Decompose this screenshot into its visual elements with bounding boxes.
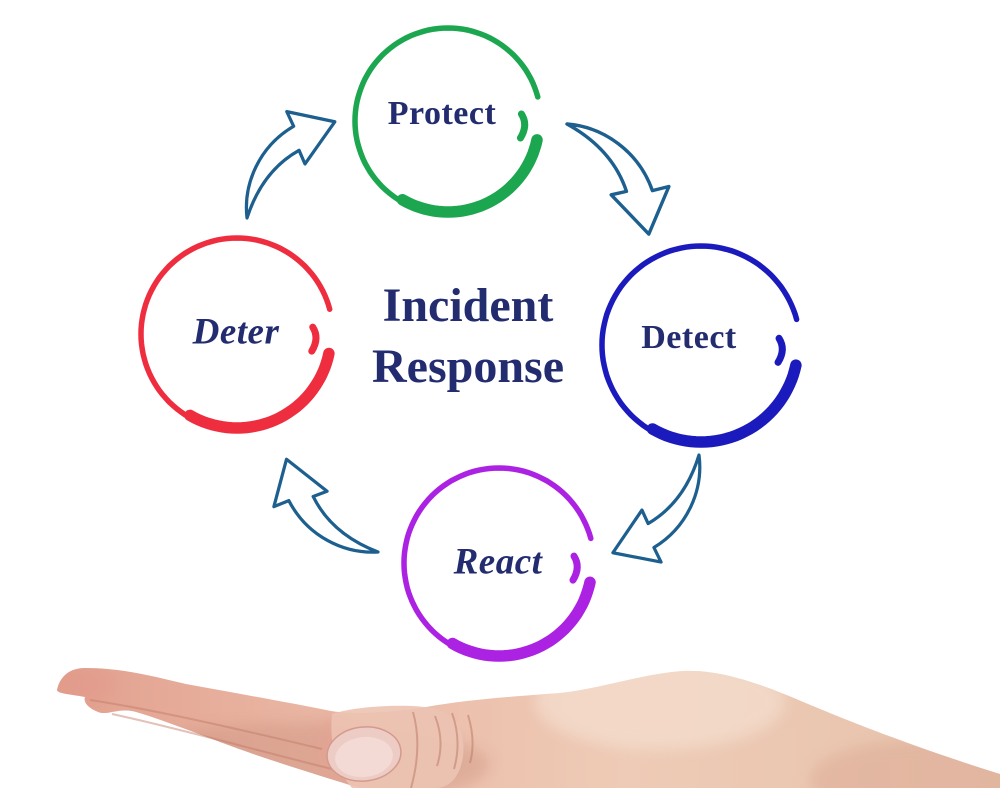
deter-label: Deter [192, 311, 280, 353]
arrow-react-to-deter-icon [268, 456, 389, 555]
react-label: React [453, 541, 543, 583]
deter-circle-tail [308, 323, 320, 355]
detect-circle [599, 243, 802, 448]
protect-label: Protect [387, 95, 497, 132]
diagram-title: Incident Response [372, 275, 564, 397]
protect-circle-tail [516, 110, 529, 142]
diagram-title-line1: Incident [382, 279, 554, 332]
arrow-detect-to-react-icon [611, 450, 702, 565]
react-circle-brush [446, 576, 596, 662]
thumb-nail-highlight [335, 736, 393, 778]
detect-label: Detect [641, 319, 737, 356]
knuckle-wrinkles [410, 711, 474, 788]
detect-circle-brush [646, 359, 802, 448]
protect-circle-brush [396, 134, 543, 218]
diagram-title-line2: Response [371, 340, 565, 393]
deter-circle-brush [184, 347, 335, 434]
detect-circle-tail [774, 334, 786, 366]
react-circle [401, 465, 596, 662]
hand-image [57, 668, 1000, 788]
arrow-protect-to-detect-icon [544, 121, 680, 238]
protect-circle [352, 25, 543, 218]
react-circle-tail [569, 552, 581, 584]
deter-circle [138, 235, 335, 434]
arrow-deter-to-protect-icon [244, 108, 337, 224]
finger-creases [89, 699, 353, 775]
